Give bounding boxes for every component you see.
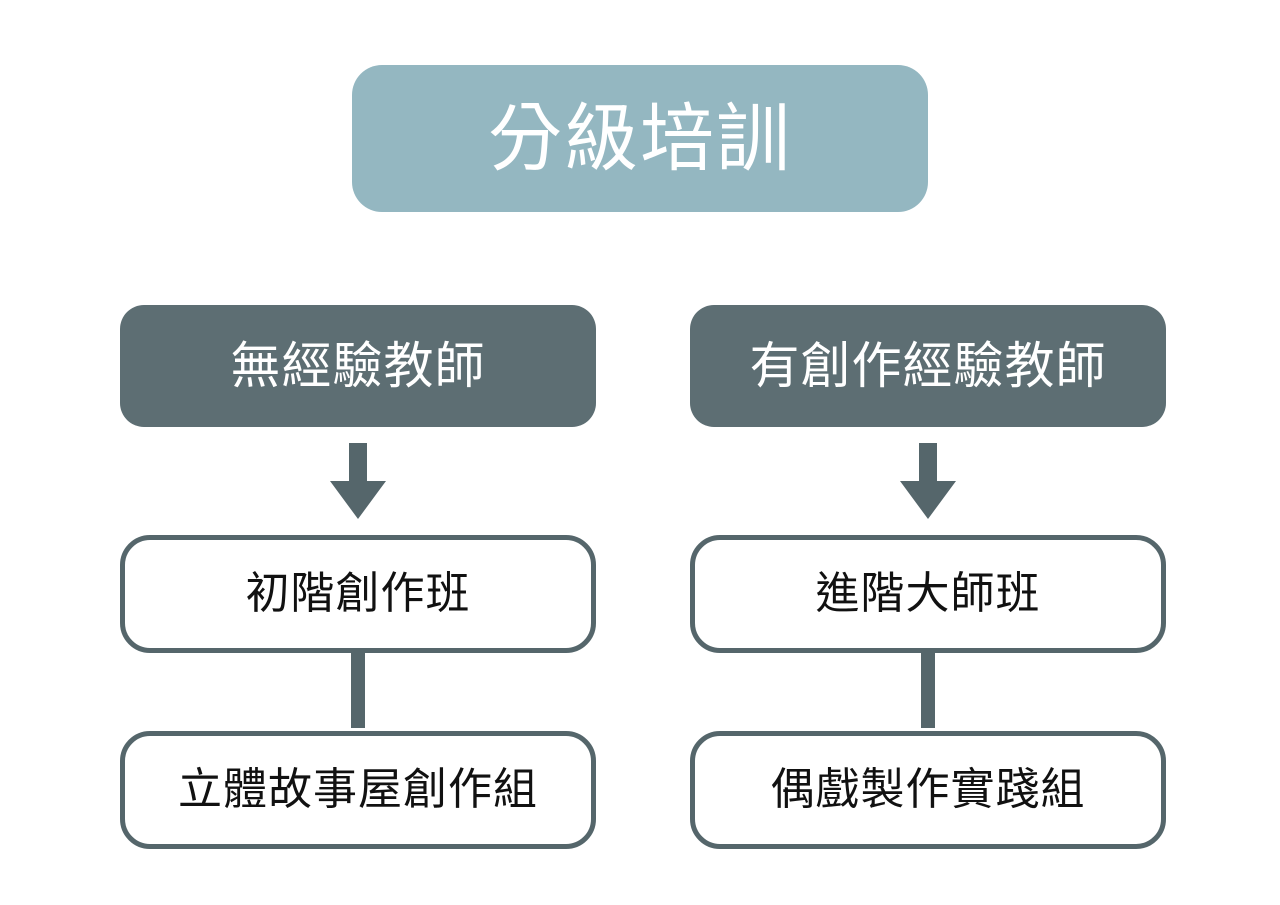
track-column-no-experience: 無經驗教師 初階創作班 立體故事屋創作組 bbox=[120, 305, 596, 849]
course-node-label: 偶戲製作實踐組 bbox=[770, 765, 1086, 814]
diagram-title-banner: 分級培訓 bbox=[352, 65, 928, 212]
track-column-experienced: 有創作經驗教師 進階大師班 偶戲製作實踐組 bbox=[690, 305, 1166, 849]
track-header-experienced[interactable]: 有創作經驗教師 bbox=[690, 305, 1166, 427]
vertical-bar bbox=[351, 650, 365, 728]
vertical-bar bbox=[921, 650, 935, 728]
course-node-puppet-practice-group[interactable]: 偶戲製作實踐組 bbox=[690, 731, 1166, 849]
track-header-no-experience[interactable]: 無經驗教師 bbox=[120, 305, 596, 427]
course-node-label: 立體故事屋創作組 bbox=[178, 765, 538, 814]
course-node-master-class[interactable]: 進階大師班 bbox=[690, 535, 1166, 653]
course-node-label: 初階創作班 bbox=[245, 569, 471, 618]
track-header-label: 有創作經驗教師 bbox=[749, 338, 1107, 394]
connector-arrow-down-experienced bbox=[690, 427, 1166, 535]
course-node-beginner-class[interactable]: 初階創作班 bbox=[120, 535, 596, 653]
connector-arrow-down-no-experience bbox=[120, 427, 596, 535]
course-node-label: 進階大師班 bbox=[815, 569, 1041, 618]
arrow-down-icon bbox=[900, 443, 956, 519]
connector-bar-experienced bbox=[690, 650, 1166, 731]
connector-bar-no-experience bbox=[120, 650, 596, 731]
track-header-label: 無經驗教師 bbox=[230, 338, 486, 394]
page-title: 分級培訓 bbox=[488, 96, 792, 180]
arrow-down-icon bbox=[330, 443, 386, 519]
course-node-story-house-group[interactable]: 立體故事屋創作組 bbox=[120, 731, 596, 849]
